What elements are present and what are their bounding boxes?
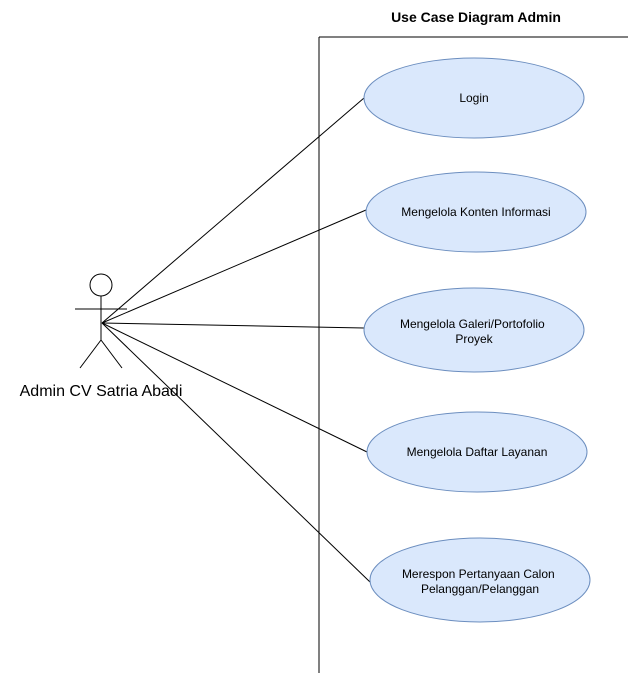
use-case-ellipse <box>363 57 585 139</box>
use-case-label: Merespon Pertanyaan Calon Pelanggan/Pela… <box>402 567 558 596</box>
association-konten-informasi <box>101 209 367 324</box>
use-case-label: Login <box>459 91 488 105</box>
diagram-title: Use Case Diagram Admin <box>391 9 561 25</box>
associations <box>101 97 371 583</box>
use-case-label: Mengelola Galeri/Portofolio Proyek <box>400 317 548 346</box>
actor-head <box>89 273 113 297</box>
use-case-mengelola-konten-informasi: Mengelola Konten Informasi <box>365 171 587 253</box>
actor-right-leg <box>100 339 123 369</box>
association-galeri-portofolio <box>101 322 365 329</box>
actor-admin: Admin CV Satria Abadi <box>20 273 183 400</box>
actor-label: Admin CV Satria Abadi <box>20 383 183 400</box>
use-case-ellipse <box>369 537 591 623</box>
use-case-label-line: Merespon Pertanyaan Calon <box>402 567 555 581</box>
use-case-label-line: Login <box>459 91 488 105</box>
use-case-label-line: Mengelola Konten Informasi <box>401 205 550 219</box>
use-case-merespon-pertanyaan: Merespon Pertanyaan Calon Pelanggan/Pela… <box>369 537 591 623</box>
use-case-mengelola-daftar-layanan: Mengelola Daftar Layanan <box>366 411 588 493</box>
use-case-ellipse <box>366 411 588 493</box>
use-case-label: Mengelola Daftar Layanan <box>407 445 548 459</box>
use-case-label-line: Mengelola Galeri/Portofolio <box>400 317 545 331</box>
association-daftar-layanan <box>101 322 368 453</box>
actor-left-leg <box>79 339 102 369</box>
use-case-ellipse <box>363 287 585 373</box>
use-case-label-line: Pelanggan/Pelanggan <box>421 582 539 596</box>
use-case-label: Mengelola Konten Informasi <box>401 205 550 219</box>
system-boundary: Use Case Diagram Admin <box>318 9 628 673</box>
use-case-label-line: Mengelola Daftar Layanan <box>407 445 548 459</box>
association-login <box>101 97 365 324</box>
use-case-login: Login <box>363 57 585 139</box>
association-merespon-pertanyaan <box>101 322 371 583</box>
use-case-label-line: Proyek <box>455 332 493 346</box>
use-case-ellipse <box>365 171 587 253</box>
use-case-mengelola-galeri-portofolio: Mengelola Galeri/Portofolio Proyek <box>363 287 585 373</box>
